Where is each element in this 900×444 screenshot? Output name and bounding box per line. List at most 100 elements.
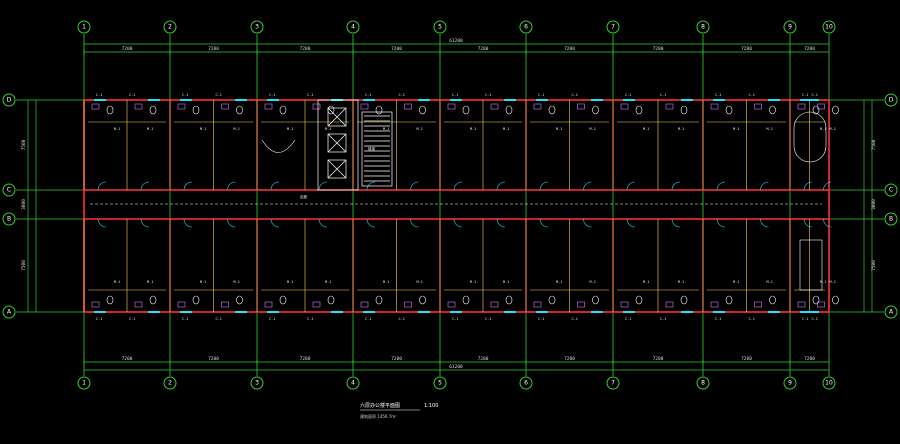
window-tag: C-1	[812, 317, 818, 321]
window-tag: C-1	[715, 93, 721, 97]
axis-bubble-D-right: D	[884, 93, 898, 107]
door-tag: M-1	[556, 280, 562, 284]
axis-bubble-3-top: 3	[250, 20, 264, 34]
top-dimension: 7200	[564, 46, 575, 52]
svg-text:5: 5	[438, 380, 442, 387]
top-dimension: 7200	[391, 46, 402, 52]
door-tag: M-1	[678, 280, 684, 284]
axis-bubble-6-bottom: 6	[519, 376, 533, 390]
window-tag: C-1	[660, 317, 666, 321]
window-tag: C-1	[625, 93, 631, 97]
right-dimension: 7500	[871, 260, 877, 271]
title-block: 六层办公楼平面图 1:100 建筑面积 1456.7m²	[360, 402, 438, 419]
drawing-scale: 1:100	[424, 403, 438, 409]
top-dimension: 7200	[122, 46, 133, 52]
door-tag: M-1	[767, 280, 773, 284]
axis-bubble-7-top: 7	[606, 20, 620, 34]
svg-text:4: 4	[351, 24, 355, 31]
room-tags: M-1M-1C-1C-1M-1M-1C-1C-1M-1M-1C-1C-1M-1M…	[96, 93, 836, 321]
svg-text:9: 9	[788, 24, 792, 31]
door-tag: M-1	[325, 127, 331, 131]
door-tag: M-1	[678, 127, 684, 131]
bottom-dimension: 7200	[741, 356, 752, 362]
top-dimension: 7200	[208, 46, 219, 52]
left-dimension: 7500	[21, 139, 27, 150]
window-tag: C-1	[182, 93, 188, 97]
top-dimension: 7200	[300, 46, 311, 52]
door-tag: M-1	[470, 127, 476, 131]
door-tag: M-1	[287, 280, 293, 284]
window-tag: C-1	[538, 317, 544, 321]
door-tag: M-1	[590, 127, 596, 131]
axis-bubble-5-top: 5	[433, 20, 447, 34]
door-tag: M-1	[830, 280, 836, 284]
axis-bubble-3-bottom: 3	[250, 376, 264, 390]
svg-text:B: B	[7, 216, 11, 223]
window-tag: C-1	[399, 317, 405, 321]
door-tag: M-1	[503, 280, 509, 284]
svg-text:C: C	[889, 187, 893, 194]
window-tag: C-1	[625, 317, 631, 321]
door-tag: M-1	[417, 280, 423, 284]
bottom-dimension: 7200	[391, 356, 402, 362]
window-tag: C-1	[802, 93, 808, 97]
svg-text:B: B	[889, 216, 893, 223]
door-tag: M-1	[114, 127, 120, 131]
axis-bubble-5-bottom: 5	[433, 376, 447, 390]
window-tag: C-1	[365, 317, 371, 321]
left-dimension: 7500	[21, 260, 27, 271]
svg-text:8: 8	[701, 24, 705, 31]
door-tag: M-1	[643, 280, 649, 284]
svg-text:10: 10	[825, 380, 833, 387]
top-dimension: 7200	[804, 46, 815, 52]
drawing-subtitle: 建筑面积 1456.7m²	[360, 413, 397, 419]
right-dimension: 3000	[871, 199, 877, 210]
door-tag: M-1	[234, 127, 240, 131]
bottom-dimension: 7200	[300, 356, 311, 362]
stair-elevator-core: 楼梯	[317, 99, 393, 191]
door-tag: M-1	[325, 280, 331, 284]
svg-text:10: 10	[825, 24, 833, 31]
door-tag: M-1	[417, 127, 423, 131]
window-tag: C-1	[269, 93, 275, 97]
top-dimension: 7200	[478, 46, 489, 52]
axis-bubble-10-top: 10	[822, 20, 836, 34]
door-tag: M-1	[114, 280, 120, 284]
drawing-title: 六层办公楼平面图	[360, 402, 400, 409]
svg-text:4: 4	[351, 380, 355, 387]
axis-bubble-2-top: 2	[163, 20, 177, 34]
svg-text:C: C	[7, 187, 11, 194]
svg-text:9: 9	[788, 380, 792, 387]
corridor-label: 走廊	[300, 194, 308, 199]
stair-label: 楼梯	[368, 146, 376, 151]
svg-text:D: D	[889, 97, 894, 104]
door-tag: M-1	[287, 127, 293, 131]
window-tag: C-1	[572, 93, 578, 97]
window-tag: C-1	[129, 93, 135, 97]
axis-bubble-4-bottom: 4	[346, 376, 360, 390]
room-partitions	[83, 100, 825, 312]
svg-text:2: 2	[168, 380, 172, 387]
door-tag: M-1	[503, 127, 509, 131]
window-tag: C-1	[538, 93, 544, 97]
svg-text:7: 7	[611, 380, 615, 387]
door-tag: M-1	[147, 127, 153, 131]
window-tag: C-1	[749, 317, 755, 321]
left-dimension: 3000	[21, 199, 27, 210]
axis-bubble-A-right: A	[884, 305, 898, 319]
svg-text:3: 3	[255, 380, 259, 387]
svg-text:A: A	[7, 309, 12, 316]
window-tag: C-1	[269, 317, 275, 321]
window-tag: C-1	[485, 93, 491, 97]
door-tag: M-1	[590, 280, 596, 284]
window-tag: C-1	[96, 93, 102, 97]
axis-bubble-1-bottom: 1	[77, 376, 91, 390]
svg-text:5: 5	[438, 24, 442, 31]
door-tag: M-1	[733, 127, 739, 131]
door-tag: M-1	[234, 280, 240, 284]
axis-bubble-C-left: C	[2, 183, 16, 197]
axis-bubble-8-top: 8	[696, 20, 710, 34]
